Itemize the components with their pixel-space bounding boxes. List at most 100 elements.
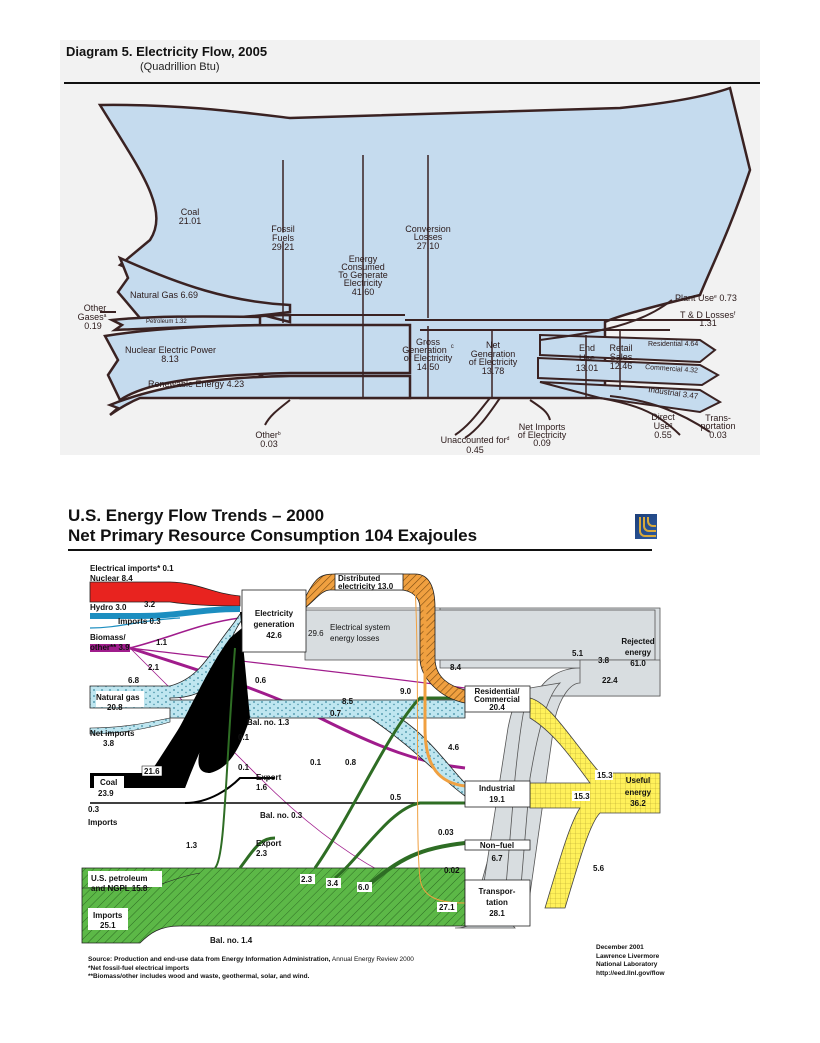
nonfuel-label: Non–fuel bbox=[480, 841, 514, 850]
electricity-generation-node bbox=[241, 589, 307, 653]
export-2-3-value: 2.3 bbox=[256, 849, 268, 858]
renewable-label: Renewable Energy 4.23 bbox=[148, 379, 244, 389]
flow-0-02: 0.02 bbox=[444, 866, 460, 875]
flow-0-6: 0.6 bbox=[255, 676, 267, 685]
transportation-value: 0.03 bbox=[709, 430, 727, 440]
petroleum-label: Petroleum 1.32 bbox=[146, 319, 187, 325]
energy-flow-svg: Electrical imports* 0.1 Nuclear 8.4 Hydr… bbox=[81, 564, 661, 945]
coal-flow-value: 21.6 bbox=[144, 767, 160, 776]
flow-15-3a: 15.3 bbox=[597, 771, 613, 780]
natgas-value: 20.8 bbox=[107, 703, 123, 712]
losses-value: 29.6 bbox=[308, 629, 324, 638]
flow-0-7: 0.7 bbox=[330, 709, 342, 718]
net-gen-value: 13.78 bbox=[482, 366, 505, 376]
export-1-6-value: 1.6 bbox=[256, 783, 268, 792]
export-2-3-label: Export bbox=[256, 839, 282, 848]
end-use-l2: Use bbox=[579, 353, 595, 363]
unaccounted-label: Unaccounted ford bbox=[441, 435, 510, 445]
biomass-flow2-value: 2.1 bbox=[148, 663, 160, 672]
flow-3-8: 3.8 bbox=[598, 656, 610, 665]
elec-gen-label: Electricity bbox=[255, 609, 294, 618]
other-label: Otherb bbox=[255, 430, 281, 440]
rejected-label: Rejected bbox=[621, 637, 654, 646]
distributed-label2: electricity 13.0 bbox=[338, 582, 394, 591]
electricity-flow-diagram: Diagram 5. Electricity Flow, 2005 (Quadr… bbox=[60, 40, 760, 455]
flow-8-4: 8.4 bbox=[450, 663, 462, 672]
residential-label: Residential 4.64 bbox=[648, 341, 698, 348]
natgas-label: Natural gas bbox=[96, 693, 140, 702]
diagram2-labels: Electrical imports* 0.1 Nuclear 8.4 Hydr… bbox=[88, 564, 655, 945]
residential-commercial-node bbox=[464, 685, 531, 713]
coal-imports-value: 0.3 bbox=[88, 805, 100, 814]
net-imports-value: 0.09 bbox=[533, 438, 551, 448]
res-label2: Commercial bbox=[474, 695, 520, 704]
diagram1-title: Diagram 5. Electricity Flow, 2005 bbox=[66, 44, 268, 59]
conversion-losses-l1: Conversion bbox=[405, 224, 451, 234]
footnote-1: *Net fossil-fuel electrical imports bbox=[88, 964, 190, 972]
diagram1-labels: Coal 21.01 Natural Gas 6.69 Petroleum 1.… bbox=[78, 207, 737, 455]
nonfuel-value: 6.7 bbox=[491, 854, 503, 863]
retail-sales-l2: Sales bbox=[610, 352, 633, 362]
net-gen-l1: Net bbox=[486, 340, 501, 350]
diagram1-subtitle: (Quadrillion Btu) bbox=[140, 61, 220, 73]
end-use-l1: End bbox=[579, 343, 595, 353]
gross-gen-l1: Gross bbox=[416, 337, 441, 347]
thin-lines bbox=[100, 299, 711, 439]
energy-consumed-l3: To Generate bbox=[338, 270, 388, 280]
net-imports-l1: Net Imports bbox=[519, 422, 566, 432]
credit-block: December 2001 Lawrence Livermore Nationa… bbox=[596, 944, 665, 978]
flow-0-03: 0.03 bbox=[438, 828, 454, 837]
flow-15-3b: 15.3 bbox=[574, 792, 590, 801]
net-imports-value: 3.8 bbox=[103, 739, 115, 748]
trans-value: 28.1 bbox=[489, 909, 505, 918]
energy-flow-trends-diagram: U.S. Energy Flow Trends – 2000 Net Prima… bbox=[60, 478, 700, 1003]
renewable-flow bbox=[106, 374, 412, 417]
industrial-node bbox=[464, 780, 531, 808]
direct-use-value: 0.55 bbox=[654, 430, 672, 440]
ind-value: 19.1 bbox=[489, 795, 505, 804]
flow-4-6: 4.6 bbox=[448, 743, 460, 752]
flow-5-6: 5.6 bbox=[593, 864, 605, 873]
diagram2-title: U.S. Energy Flow Trends – 2000 Net Prima… bbox=[68, 506, 477, 546]
node-boxes bbox=[241, 573, 531, 927]
losses-band bbox=[304, 609, 656, 661]
export-1-6-label: Export bbox=[256, 773, 282, 782]
nuclear-label: Nuclear 8.4 bbox=[90, 574, 133, 583]
credit-url: http://eed.llnl.gov/flow bbox=[596, 969, 665, 977]
biomass-label2: other** 3.9 bbox=[90, 643, 130, 652]
flow-0-1a: 0.1 bbox=[238, 733, 250, 742]
coal-imports-label: Imports bbox=[88, 818, 118, 827]
electrical-imports-label: Electrical imports* 0.1 bbox=[90, 564, 174, 573]
source-note: Source: Production and end-use data from… bbox=[88, 956, 414, 982]
credit-date: December 2001 bbox=[596, 944, 644, 951]
commercial-label: Commercial 4.32 bbox=[645, 364, 698, 375]
coal-value: 23.9 bbox=[98, 789, 114, 798]
title-rule bbox=[64, 82, 760, 84]
trans-label2: tation bbox=[486, 898, 508, 907]
other-gases-value: 0.19 bbox=[84, 321, 102, 331]
useful-label: Useful bbox=[626, 776, 650, 785]
bal-0-3: Bal. no. 0.3 bbox=[260, 811, 303, 820]
imports-label: Imports 0.3 bbox=[118, 617, 161, 626]
gross-gen-l3: of Electricity bbox=[404, 353, 453, 363]
natgas-flow-value: 6.8 bbox=[128, 676, 140, 685]
coal-label: Coal bbox=[181, 207, 200, 217]
source-text: Source: Production and end-use data from… bbox=[88, 956, 331, 963]
coal-label: Coal bbox=[100, 778, 117, 787]
pet-imports-label: Imports bbox=[93, 911, 123, 920]
coal-value: 21.01 bbox=[179, 216, 202, 226]
energy-consumed-value: 41.60 bbox=[352, 287, 375, 297]
biomass-label: Biomass/ bbox=[90, 633, 126, 642]
retail-sales-l1: Retail bbox=[609, 343, 632, 353]
output-arrows bbox=[537, 333, 723, 414]
source-publication: Annual Energy Review 2000 bbox=[330, 956, 414, 963]
td-losses-value: 1.31 bbox=[699, 318, 717, 328]
trans-label: Transpor- bbox=[479, 887, 516, 896]
nuclear-label: Nuclear Electric Power bbox=[125, 345, 216, 355]
flow-27-1: 27.1 bbox=[439, 903, 455, 912]
end-use-value: 13.01 bbox=[576, 363, 599, 373]
flow-2-3: 2.3 bbox=[301, 875, 313, 884]
direct-use-l2: Useg bbox=[654, 421, 673, 431]
nonfuel-node bbox=[464, 839, 531, 851]
